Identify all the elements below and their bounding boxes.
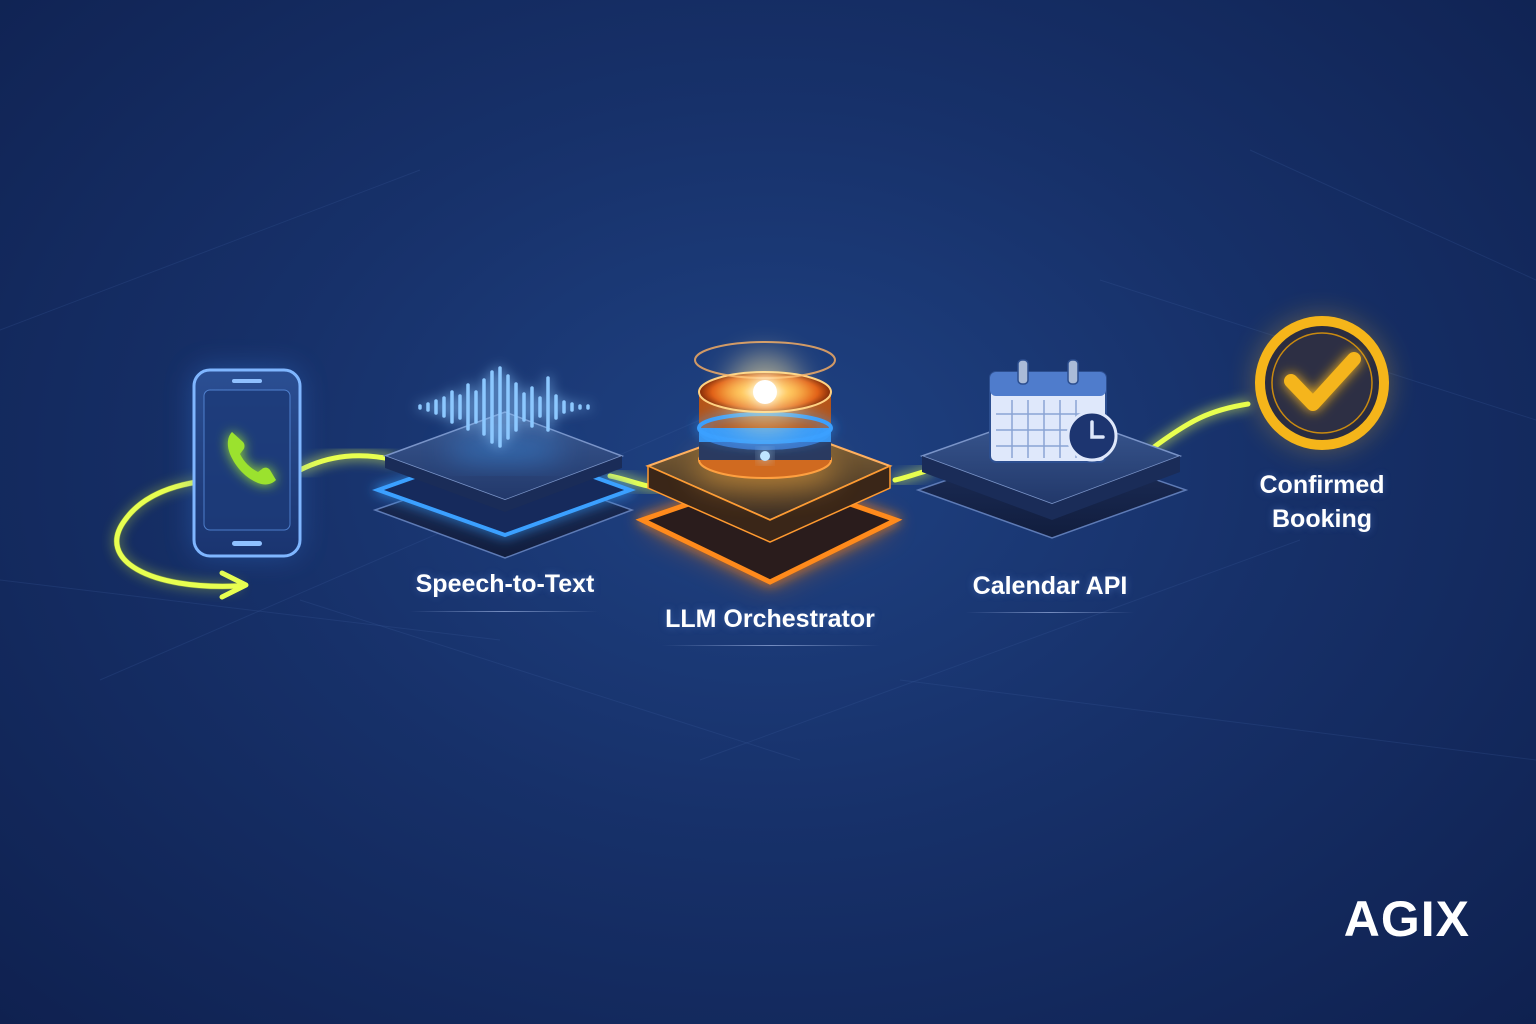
checkmark-icon [1284, 352, 1361, 411]
speech-to-text-node [372, 366, 636, 559]
confirmed-booking-node [1255, 316, 1389, 450]
label-confirmed-line2: Booking [1272, 505, 1372, 533]
llm-orchestrator-node [635, 341, 903, 588]
brand-logo: AGIX [1343, 891, 1470, 947]
sound-wave-icon [418, 366, 590, 448]
arrow-head-icon [219, 570, 249, 600]
phone-call-icon [227, 432, 276, 485]
label-llm-orchestrator: LLM Orchestrator [665, 605, 875, 633]
label-confirmed-line1: Confirmed [1259, 471, 1385, 499]
label-underline [410, 611, 598, 612]
label-confirmed-booking: Confirmed Booking [1230, 468, 1414, 536]
glowing-orb-icon [727, 354, 803, 461]
label-speech-to-text: Speech-to-Text [415, 570, 595, 598]
label-underline [662, 645, 880, 646]
label-underline [966, 612, 1134, 613]
calendar-clock-icon [989, 359, 1118, 463]
calendar-api-node [915, 359, 1189, 539]
phone-node [192, 368, 302, 558]
label-calendar-api: Calendar API [972, 572, 1128, 600]
